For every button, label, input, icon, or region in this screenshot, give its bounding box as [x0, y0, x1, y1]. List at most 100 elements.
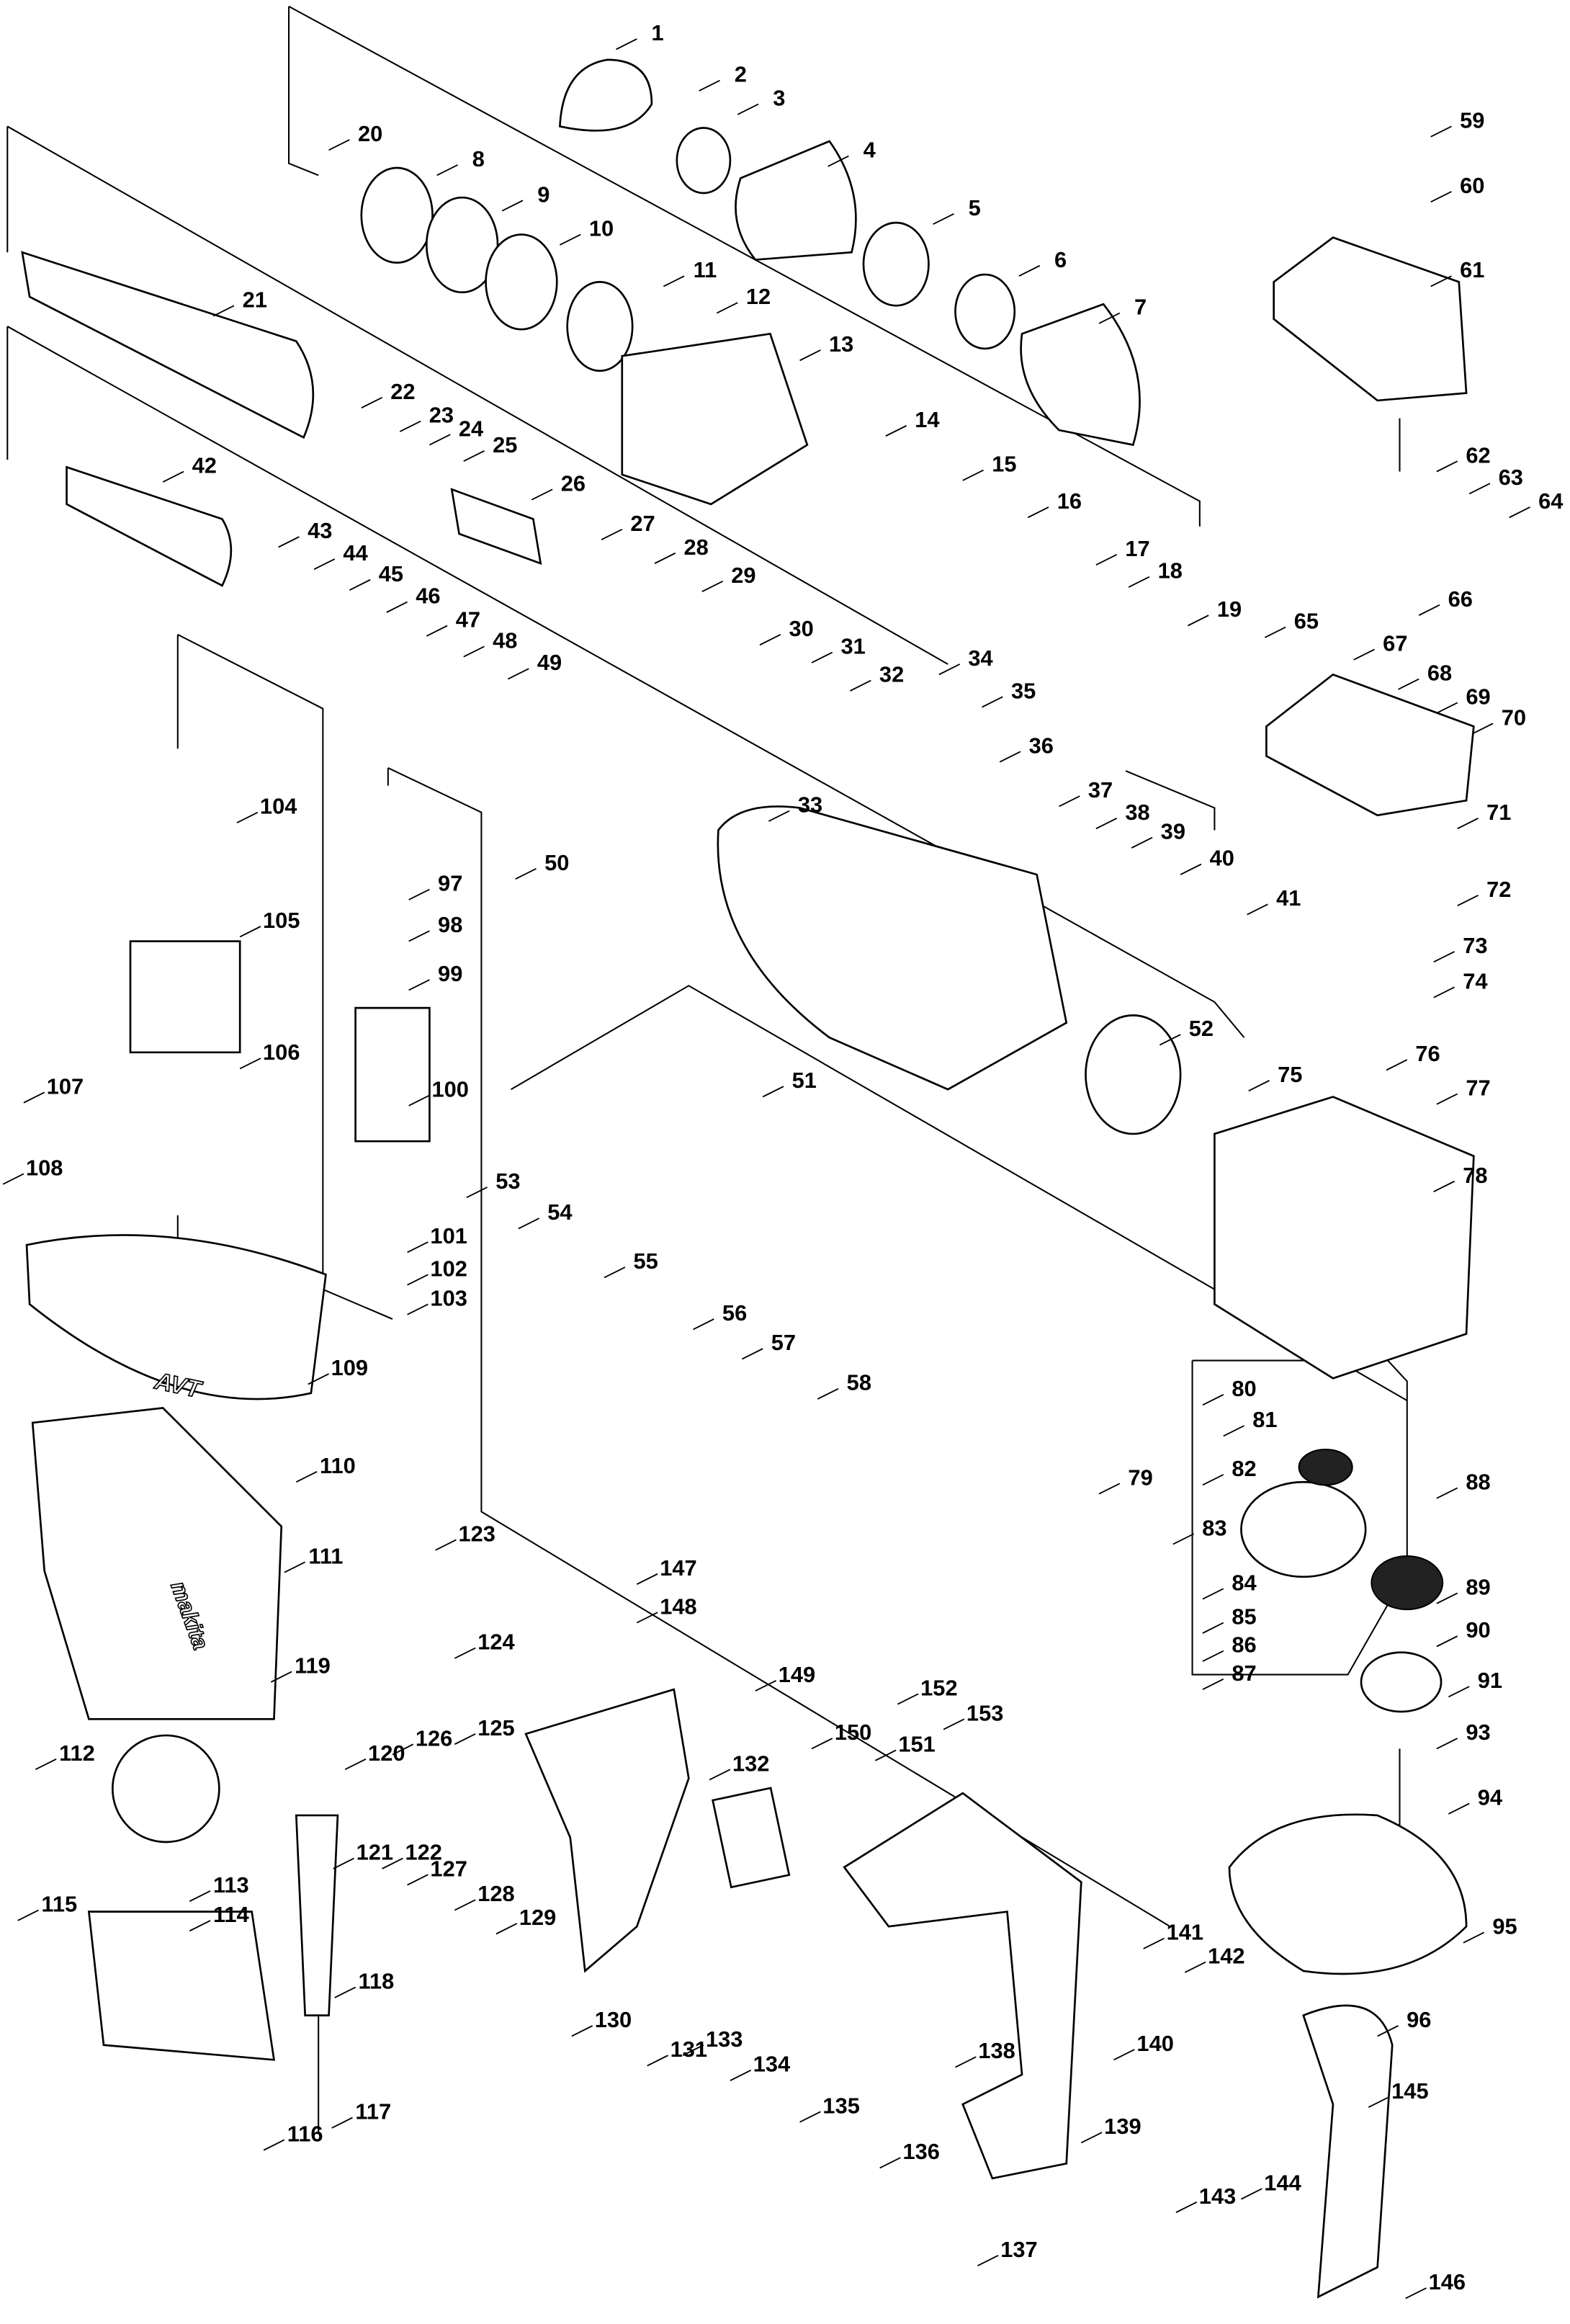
- part-label-75[interactable]: 75: [1278, 1062, 1302, 1087]
- part-label-105[interactable]: 105: [263, 908, 300, 933]
- part-label-74[interactable]: 74: [1463, 968, 1487, 993]
- part-label-2[interactable]: 2: [735, 62, 747, 87]
- part-label-5[interactable]: 5: [969, 195, 981, 220]
- part-label-8[interactable]: 8: [472, 146, 485, 171]
- part-label-72[interactable]: 72: [1486, 877, 1511, 902]
- part-label-101[interactable]: 101: [430, 1223, 467, 1248]
- part-label-151[interactable]: 151: [898, 1732, 935, 1757]
- part-label-48[interactable]: 48: [493, 627, 517, 653]
- part-label-76[interactable]: 76: [1415, 1041, 1440, 1066]
- part-label-71[interactable]: 71: [1486, 800, 1511, 825]
- part-label-24[interactable]: 24: [459, 416, 483, 441]
- part-label-80[interactable]: 80: [1232, 1376, 1256, 1401]
- part-label-50[interactable]: 50: [544, 850, 569, 875]
- part-label-111[interactable]: 111: [308, 1543, 343, 1568]
- part-label-20[interactable]: 20: [358, 121, 382, 146]
- part-label-49[interactable]: 49: [537, 650, 562, 675]
- part-label-121[interactable]: 121: [356, 1840, 393, 1865]
- part-label-36[interactable]: 36: [1029, 733, 1054, 758]
- part-label-97[interactable]: 97: [438, 871, 462, 896]
- part-label-64[interactable]: 64: [1538, 488, 1563, 514]
- part-label-55[interactable]: 55: [634, 1248, 658, 1274]
- part-label-81[interactable]: 81: [1252, 1407, 1277, 1432]
- part-label-129[interactable]: 129: [519, 1905, 556, 1930]
- part-label-78[interactable]: 78: [1463, 1163, 1487, 1188]
- part-label-99[interactable]: 99: [438, 961, 462, 986]
- part-label-137[interactable]: 137: [1000, 2237, 1037, 2262]
- part-label-93[interactable]: 93: [1466, 1720, 1490, 1745]
- part-label-135[interactable]: 135: [822, 2093, 859, 2118]
- part-label-110[interactable]: 110: [320, 1453, 356, 1478]
- part-label-4[interactable]: 4: [864, 138, 876, 163]
- part-label-45[interactable]: 45: [379, 561, 403, 586]
- part-label-138[interactable]: 138: [978, 2038, 1015, 2063]
- part-label-21[interactable]: 21: [243, 287, 267, 312]
- part-label-3[interactable]: 3: [773, 86, 785, 111]
- part-label-10[interactable]: 10: [589, 216, 614, 241]
- part-label-42[interactable]: 42: [192, 453, 217, 478]
- part-label-143[interactable]: 143: [1199, 2184, 1236, 2209]
- part-label-53[interactable]: 53: [495, 1168, 520, 1194]
- part-label-59[interactable]: 59: [1460, 107, 1484, 133]
- part-label-43[interactable]: 43: [308, 518, 332, 543]
- part-label-104[interactable]: 104: [260, 794, 297, 819]
- part-label-132[interactable]: 132: [732, 1751, 769, 1776]
- part-label-15[interactable]: 15: [992, 452, 1016, 477]
- part-label-117[interactable]: 117: [355, 2099, 391, 2124]
- part-label-150[interactable]: 150: [835, 1720, 871, 1745]
- part-label-11[interactable]: 11: [694, 257, 717, 282]
- part-label-102[interactable]: 102: [430, 1256, 467, 1281]
- part-label-1[interactable]: 1: [652, 20, 664, 45]
- part-label-95[interactable]: 95: [1492, 1913, 1517, 1939]
- part-label-124[interactable]: 124: [477, 1630, 514, 1655]
- part-label-131[interactable]: 131: [670, 2037, 707, 2062]
- part-label-63[interactable]: 63: [1499, 465, 1523, 490]
- part-label-100[interactable]: 100: [431, 1077, 468, 1102]
- part-label-7[interactable]: 7: [1134, 295, 1147, 320]
- part-label-6[interactable]: 6: [1054, 247, 1067, 272]
- part-label-91[interactable]: 91: [1478, 1668, 1502, 1693]
- part-label-70[interactable]: 70: [1502, 705, 1526, 730]
- part-label-152[interactable]: 152: [920, 1675, 957, 1700]
- part-label-56[interactable]: 56: [722, 1300, 747, 1326]
- part-label-58[interactable]: 58: [847, 1370, 871, 1395]
- part-label-32[interactable]: 32: [879, 662, 904, 687]
- part-label-146[interactable]: 146: [1429, 2269, 1466, 2294]
- part-label-12[interactable]: 12: [746, 284, 771, 309]
- part-label-88[interactable]: 88: [1466, 1470, 1490, 1495]
- part-label-141[interactable]: 141: [1167, 1920, 1203, 1945]
- part-label-148[interactable]: 148: [660, 1594, 696, 1619]
- part-label-60[interactable]: 60: [1460, 173, 1484, 198]
- part-label-17[interactable]: 17: [1125, 536, 1149, 561]
- part-label-140[interactable]: 140: [1136, 2031, 1173, 2056]
- part-label-125[interactable]: 125: [477, 1715, 514, 1740]
- part-label-83[interactable]: 83: [1202, 1515, 1226, 1540]
- part-label-25[interactable]: 25: [493, 432, 517, 457]
- part-label-134[interactable]: 134: [753, 2052, 790, 2077]
- part-label-31[interactable]: 31: [840, 634, 865, 659]
- part-label-153[interactable]: 153: [966, 1700, 1003, 1725]
- part-label-147[interactable]: 147: [660, 1555, 696, 1581]
- part-label-38[interactable]: 38: [1125, 800, 1149, 825]
- part-label-103[interactable]: 103: [430, 1285, 467, 1310]
- part-label-41[interactable]: 41: [1276, 885, 1301, 911]
- part-label-35[interactable]: 35: [1011, 678, 1036, 703]
- part-label-122[interactable]: 122: [405, 1840, 441, 1865]
- part-label-94[interactable]: 94: [1478, 1785, 1502, 1810]
- part-label-96[interactable]: 96: [1407, 2007, 1431, 2032]
- part-label-46[interactable]: 46: [416, 584, 440, 609]
- part-label-108[interactable]: 108: [26, 1156, 63, 1181]
- part-label-65[interactable]: 65: [1294, 609, 1319, 634]
- part-label-82[interactable]: 82: [1232, 1456, 1256, 1481]
- part-label-85[interactable]: 85: [1232, 1604, 1256, 1630]
- part-label-9[interactable]: 9: [537, 182, 550, 207]
- part-label-119[interactable]: 119: [295, 1653, 331, 1679]
- part-label-30[interactable]: 30: [789, 616, 813, 641]
- part-label-66[interactable]: 66: [1448, 586, 1473, 612]
- part-label-120[interactable]: 120: [368, 1740, 405, 1766]
- part-label-84[interactable]: 84: [1232, 1570, 1256, 1595]
- part-label-23[interactable]: 23: [429, 403, 454, 428]
- part-label-114[interactable]: 114: [213, 1902, 249, 1927]
- part-label-77[interactable]: 77: [1466, 1075, 1490, 1100]
- part-label-67[interactable]: 67: [1383, 630, 1407, 656]
